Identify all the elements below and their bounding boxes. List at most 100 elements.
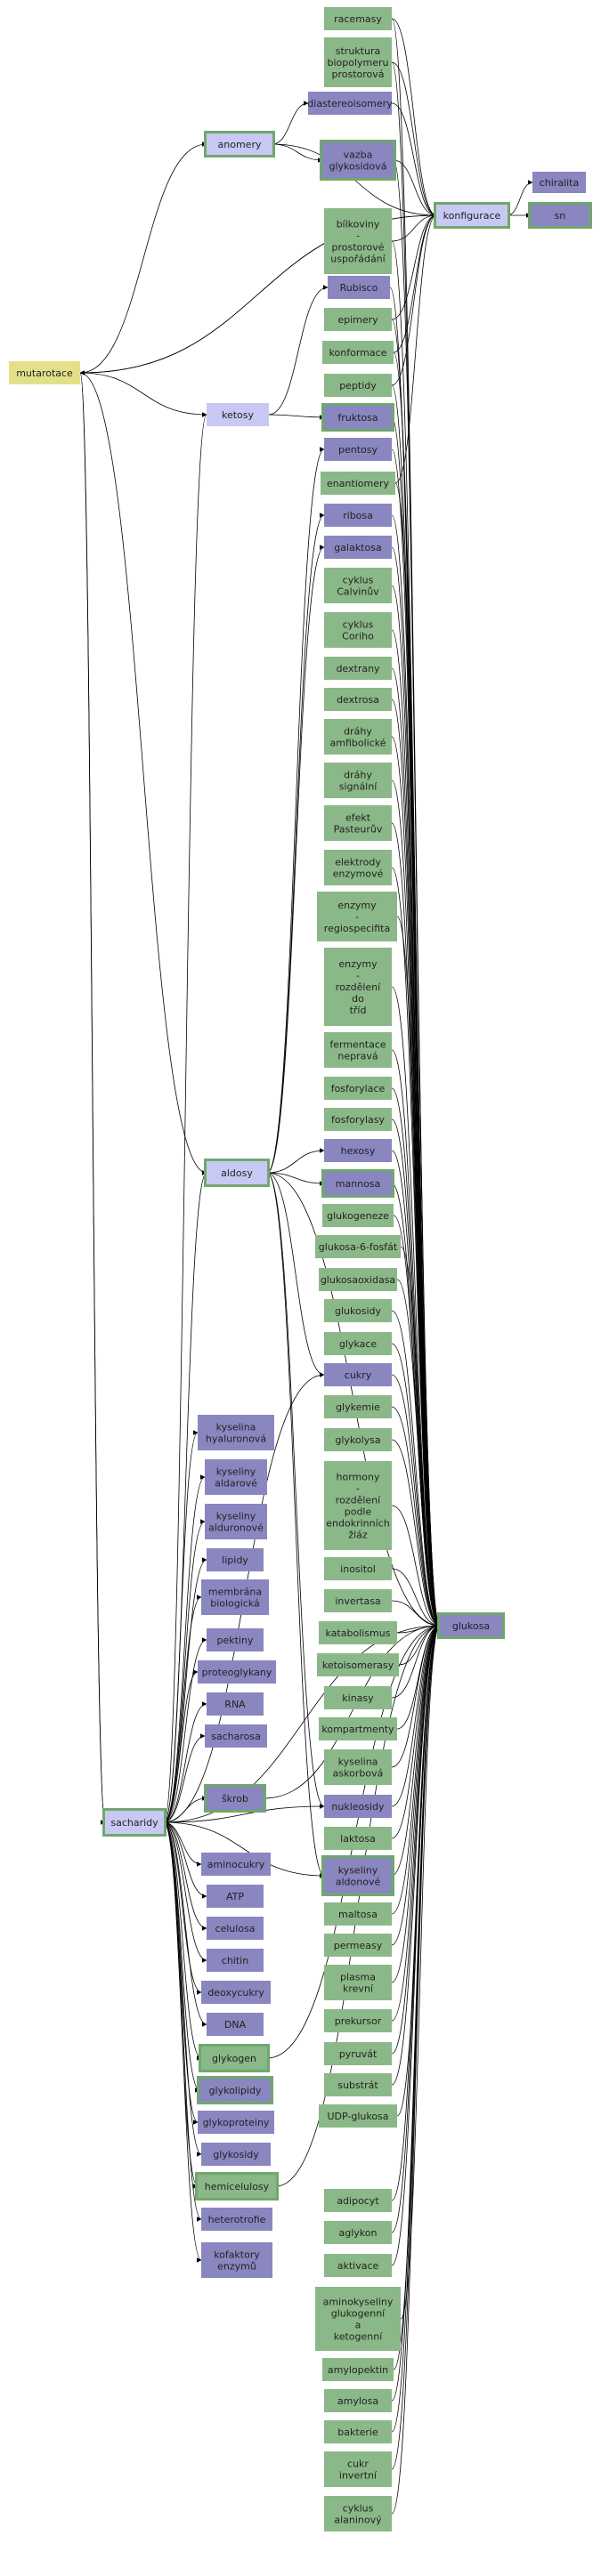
node-deoxycukry[interactable]: deoxycukry bbox=[201, 1981, 271, 2004]
node-glykolysa[interactable]: glykolysa bbox=[324, 1428, 392, 1451]
node-proteoglykany[interactable]: proteoglykany bbox=[198, 1660, 276, 1684]
node-hemicelulosy[interactable]: hemicelulosy bbox=[195, 2172, 279, 2201]
node-aldosy[interactable]: aldosy bbox=[204, 1159, 270, 1187]
node-fosforylasy[interactable]: fosforylasy bbox=[324, 1108, 392, 1131]
node-konfigurace[interactable]: konfigurace bbox=[434, 202, 510, 229]
node-aktivace[interactable]: aktivace bbox=[324, 2254, 392, 2277]
node-glukosidy[interactable]: glukosidy bbox=[324, 1299, 392, 1322]
node-aglykon[interactable]: aglykon bbox=[324, 2221, 392, 2244]
node-katabolismus[interactable]: katabolismus bbox=[319, 1621, 397, 1644]
node-permeasy[interactable]: permeasy bbox=[324, 1934, 392, 1957]
node-box bbox=[207, 1628, 264, 1651]
node-fruktosa[interactable]: fruktosa bbox=[321, 403, 394, 432]
node-nukleosidy[interactable]: nukleosidy bbox=[324, 1795, 392, 1818]
node-glykosidy[interactable]: glykosidy bbox=[201, 2143, 271, 2166]
node-sacharosa[interactable]: sacharosa bbox=[205, 1724, 267, 1748]
node-galaktosa[interactable]: galaktosa bbox=[324, 536, 392, 559]
node-glykace[interactable]: glykace bbox=[324, 1332, 392, 1355]
node-amylopektin[interactable]: amylopektin bbox=[322, 2358, 394, 2381]
node-adipocyt[interactable]: adipocyt bbox=[324, 2189, 392, 2212]
node-ketosy[interactable]: ketosy bbox=[207, 403, 269, 426]
node-konformace[interactable]: konformace bbox=[322, 341, 394, 364]
edge-pentosy-to-glukosa bbox=[391, 448, 441, 1628]
node-prekursor[interactable]: prekursor bbox=[324, 2009, 392, 2032]
node-glykolipidy[interactable]: glykolipidy bbox=[197, 2076, 273, 2104]
node-substrat[interactable]: substrát bbox=[324, 2073, 392, 2096]
node-epimery[interactable]: epimery bbox=[324, 308, 392, 331]
node-enzymy_regio[interactable]: enzymy-regiospecifita bbox=[317, 892, 397, 941]
node-mutarotace[interactable]: mutarotace bbox=[9, 361, 80, 384]
node-cukry[interactable]: cukry bbox=[324, 1363, 392, 1386]
node-dna[interactable]: DNA bbox=[207, 2013, 264, 2036]
node-lipidy[interactable]: lipidy bbox=[207, 1548, 264, 1571]
node-celulosa[interactable]: celulosa bbox=[207, 1917, 264, 1940]
node-rna[interactable]: RNA bbox=[207, 1692, 264, 1716]
node-sn[interactable]: sn bbox=[528, 202, 592, 229]
node-atp[interactable]: ATP bbox=[207, 1885, 264, 1908]
node-bakterie[interactable]: bakterie bbox=[324, 2420, 392, 2443]
node-dextrosa[interactable]: dextrosa bbox=[324, 688, 392, 711]
node-amylosa[interactable]: amylosa bbox=[324, 2389, 392, 2412]
node-anomery[interactable]: anomery bbox=[204, 131, 275, 157]
edge-hormony-to-glukosa bbox=[391, 1505, 441, 1628]
node-udp[interactable]: UDP-glukosa bbox=[319, 2104, 397, 2128]
node-fosforylace[interactable]: fosforylace bbox=[324, 1077, 392, 1100]
node-mannosa[interactable]: mannosa bbox=[321, 1169, 394, 1198]
node-glukogeneze[interactable]: glukogeneze bbox=[322, 1204, 394, 1227]
node-glukosa6f[interactable]: glukosa-6-fosfát bbox=[315, 1235, 401, 1258]
node-skrob[interactable]: škrob bbox=[204, 1784, 266, 1813]
node-kompartmenty[interactable]: kompartmenty bbox=[319, 1717, 397, 1740]
node-inositol[interactable]: inositol bbox=[324, 1557, 392, 1580]
node-glukosaoxidasa[interactable]: glukosaoxidasa bbox=[319, 1268, 397, 1291]
node-laktosa[interactable]: laktosa bbox=[324, 1827, 392, 1850]
node-peptidy[interactable]: peptidy bbox=[324, 374, 392, 397]
node-kinasy[interactable]: kinasy bbox=[324, 1686, 392, 1709]
node-glykoproteiny[interactable]: glykoproteiny bbox=[198, 2111, 274, 2134]
node-enantiomery[interactable]: enantiomery bbox=[321, 472, 395, 495]
node-pektiny[interactable]: pektiny bbox=[207, 1628, 264, 1651]
node-aminocukry[interactable]: aminocukry bbox=[201, 1853, 271, 1876]
node-hexosy[interactable]: hexosy bbox=[324, 1139, 392, 1162]
node-ribosa[interactable]: ribosa bbox=[324, 504, 392, 527]
node-chitin[interactable]: chitin bbox=[207, 1949, 264, 1972]
node-glykogen[interactable]: glykogen bbox=[199, 2044, 270, 2072]
node-glykemie[interactable]: glykemie bbox=[324, 1395, 392, 1418]
node-sacharidy[interactable]: sacharidy bbox=[102, 1808, 166, 1837]
node-chiralita[interactable]: chiralita bbox=[532, 172, 586, 193]
node-pentosy[interactable]: pentosy bbox=[324, 438, 392, 461]
node-invertasa[interactable]: invertasa bbox=[324, 1589, 392, 1612]
node-label: hemicelulosy bbox=[205, 2181, 270, 2192]
node-glukosa[interactable]: glukosa bbox=[437, 1612, 505, 1639]
node-heterotrofie[interactable]: heterotrofie bbox=[201, 2208, 272, 2231]
node-dextrany[interactable]: dextrany bbox=[324, 657, 392, 680]
node-diastereoisomery[interactable]: diastereoisomery bbox=[307, 92, 393, 115]
node-racemasy[interactable]: racemasy bbox=[324, 7, 392, 30]
node-maltosa[interactable]: maltosa bbox=[324, 1902, 392, 1926]
node-rubisco[interactable]: Rubisco bbox=[328, 276, 390, 299]
node-pyruvat[interactable]: pyruvát bbox=[324, 2042, 392, 2065]
node-ketoisomerasy[interactable]: ketoisomerasy bbox=[317, 1653, 399, 1676]
